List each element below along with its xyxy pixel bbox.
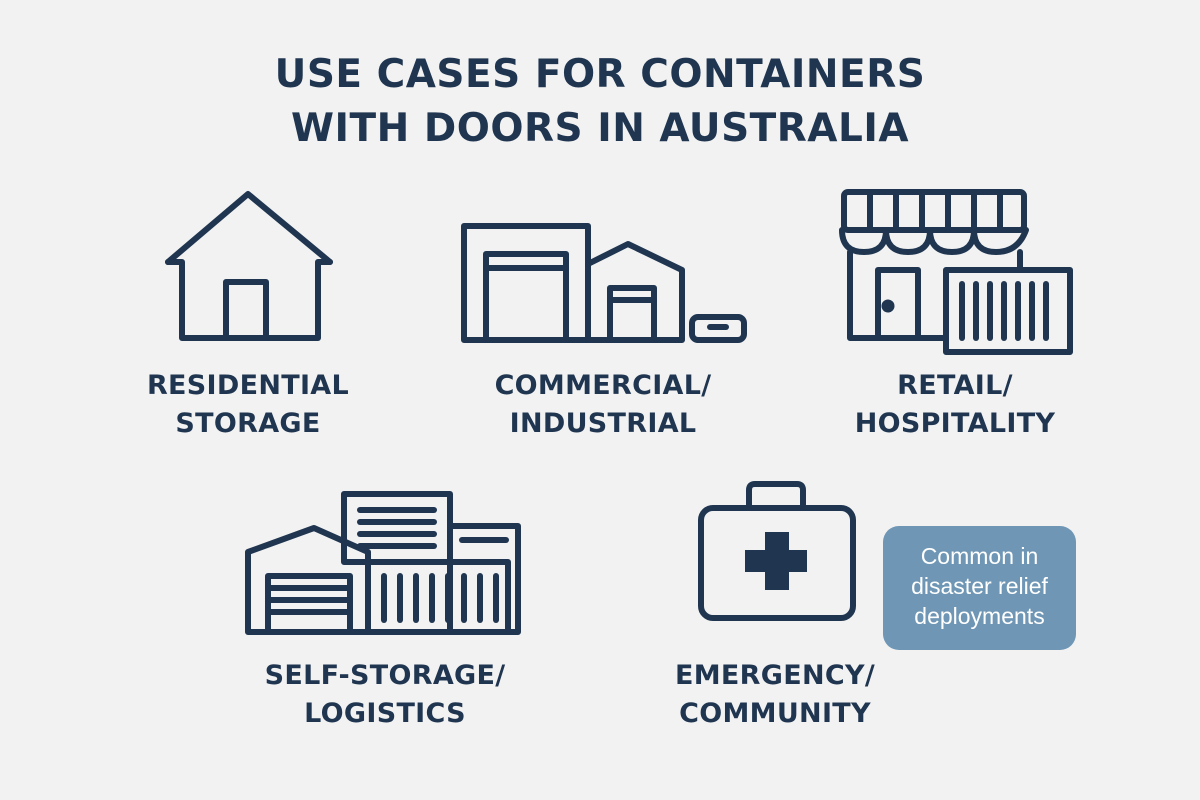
disaster-relief-callout: Common in disaster relief deployments — [883, 526, 1076, 650]
title-line-1: USE CASES FOR CONTAINERS — [274, 52, 926, 97]
first-aid-kit-icon — [697, 480, 857, 622]
house-icon — [160, 190, 340, 345]
title-line-2: WITH DOORS IN AUSTRALIA — [290, 106, 910, 151]
warehouse-icon — [460, 222, 750, 344]
use-case-label-commercial: COMMERCIAL/ INDUSTRIAL — [494, 370, 712, 439]
storefront-icon — [836, 188, 1076, 358]
page-title: USE CASES FOR CONTAINERS WITH DOORS IN A… — [0, 48, 1200, 156]
use-case-label-retail: RETAIL/ HOSPITALITY — [854, 370, 1056, 439]
storage-facility-icon — [244, 490, 524, 638]
use-case-label-residential: RESIDENTIAL STORAGE — [146, 370, 350, 439]
use-case-label-self-storage: SELF-STORAGE/ LOGISTICS — [264, 660, 506, 729]
use-case-label-emergency: EMERGENCY/ COMMUNITY — [675, 660, 875, 729]
